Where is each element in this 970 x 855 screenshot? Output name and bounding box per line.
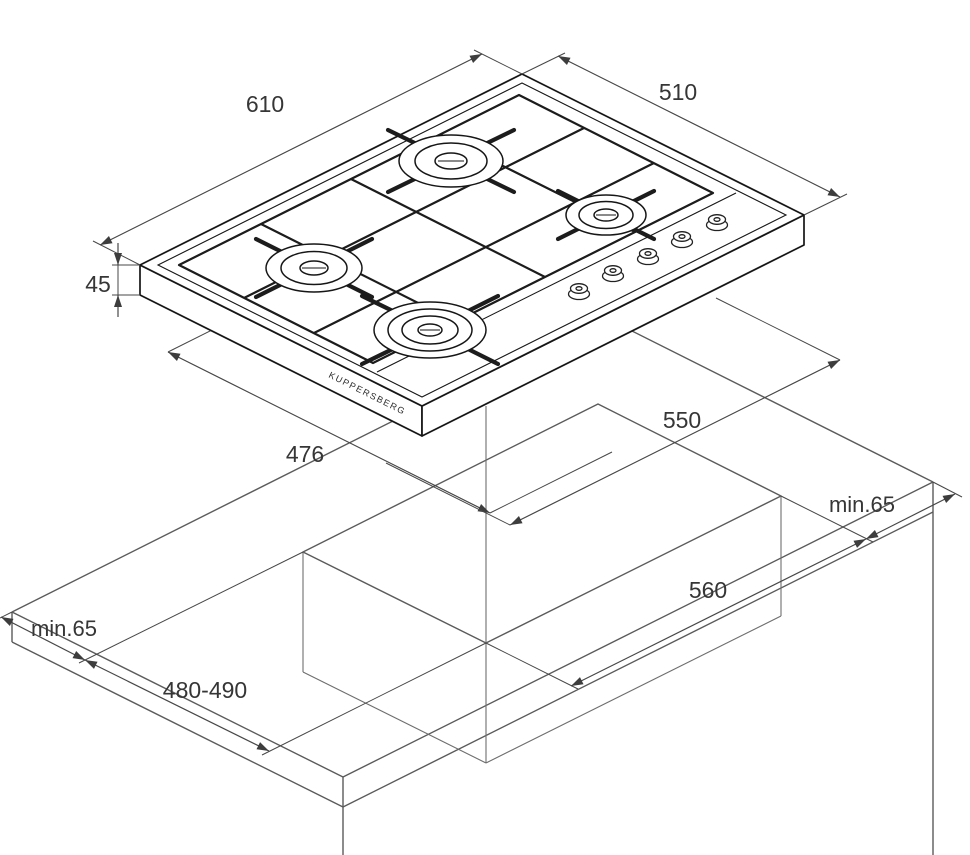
dim-label-hob-width: 610 [246, 91, 284, 117]
worktop-cutout [302, 403, 782, 644]
knob-1 [567, 283, 591, 301]
dim-label-clearance-left: min.65 [31, 616, 97, 641]
dim-label-body-width: 550 [663, 407, 701, 433]
dim-label-cutout-width: 560 [689, 577, 727, 603]
dim-label-cutout-depth: 480-490 [163, 677, 247, 703]
dimension-annotations: 610 510 45 476 550 min.65 480-490 [0, 49, 963, 756]
gas-hob: KUPPERSBERG [139, 73, 805, 437]
dim-label-clearance-right: min.65 [829, 492, 895, 517]
dim-label-hob-depth: 510 [659, 79, 697, 105]
burner-left [253, 236, 375, 300]
knob-4 [670, 231, 694, 249]
burner-right [555, 188, 657, 242]
control-knobs [567, 214, 729, 301]
dim-label-body-depth: 476 [286, 441, 324, 467]
knob-5 [705, 214, 729, 232]
knob-2 [601, 265, 625, 283]
burner-front-wok [359, 293, 501, 367]
knob-3 [636, 248, 660, 266]
dim-label-hob-height: 45 [85, 271, 111, 297]
burner-rear [385, 127, 517, 195]
